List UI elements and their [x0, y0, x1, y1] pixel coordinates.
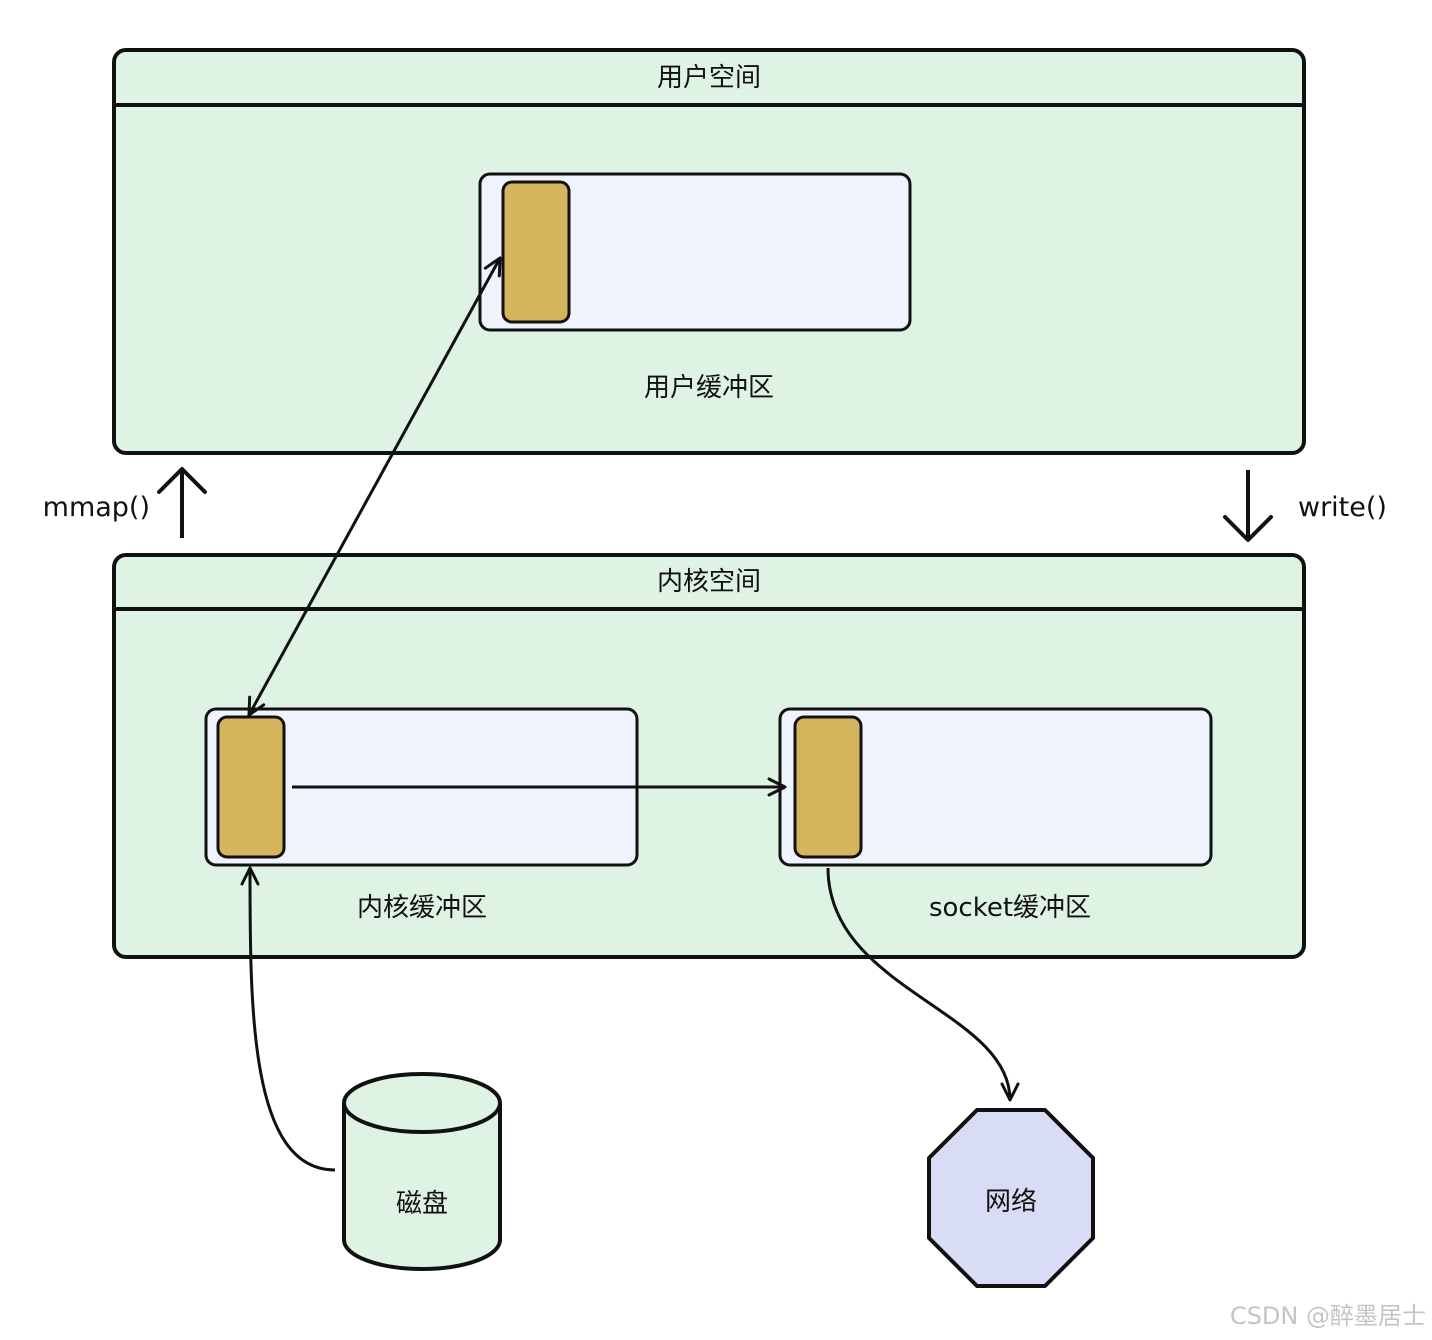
mmap-shared-arrow: [247, 256, 502, 717]
watermark: CSDN @醉墨居士: [1230, 1302, 1426, 1330]
socket-buffer-label: socket缓冲区: [929, 893, 1091, 923]
socket-buffer: [778, 707, 1213, 867]
network-octagon: [927, 1108, 1095, 1288]
kernel-space-title: 内核空间: [657, 567, 761, 597]
socket-buffer-block: [793, 715, 863, 859]
user-buffer: [478, 172, 912, 332]
user-space-title: 用户空间: [657, 63, 761, 93]
kernel-buffer-label: 内核缓冲区: [357, 893, 487, 923]
write-label: write(): [1298, 492, 1387, 523]
write-arrow: [1223, 470, 1273, 542]
disk-label: 磁盘: [396, 1189, 448, 1219]
network-label: 网络: [985, 1187, 1037, 1217]
user-buffer-block: [501, 180, 571, 324]
kernel-buffer-block: [216, 715, 286, 859]
mmap-arrow: [157, 467, 207, 538]
disk-cylinder: [342, 1072, 502, 1271]
socket-to-network-arrow: [826, 867, 1020, 1102]
user-buffer-label: 用户缓冲区: [644, 373, 774, 403]
disk-to-kernel-arrow: [240, 866, 336, 1172]
mmap-label: mmap(): [43, 492, 150, 523]
